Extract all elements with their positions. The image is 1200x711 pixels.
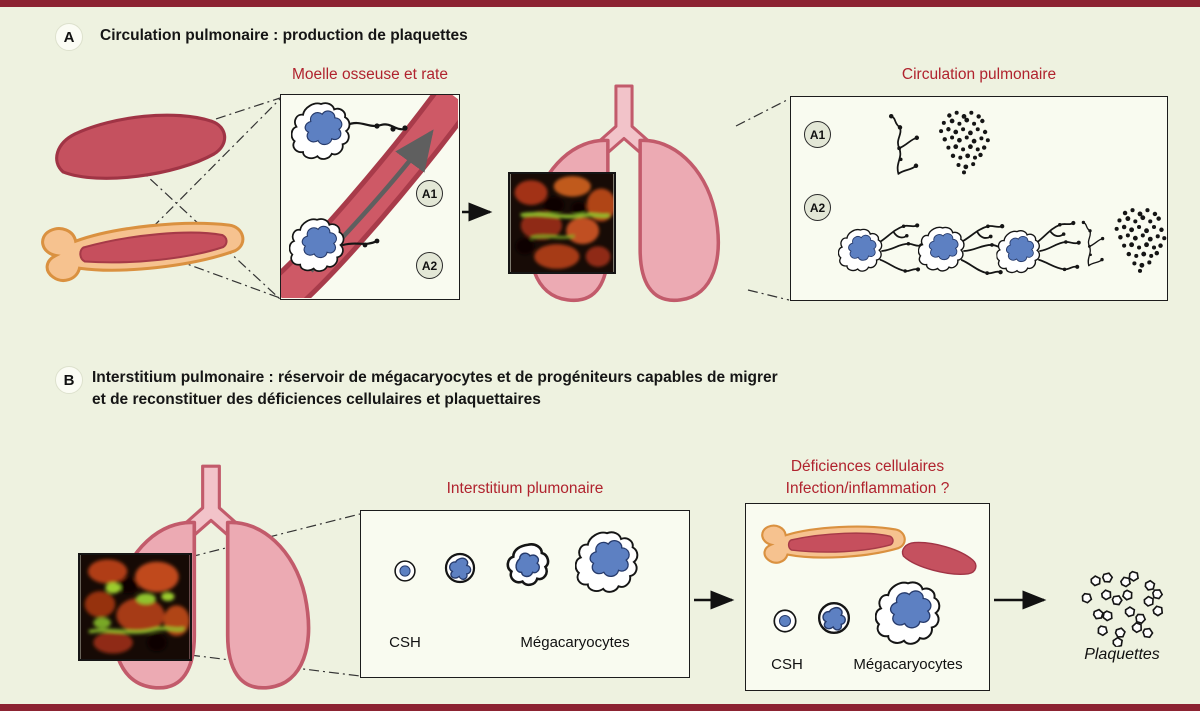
marrow-vessel-illustration: [267, 84, 472, 313]
csh-cell-icon: [393, 559, 417, 583]
megakaryocyte-icon: [289, 218, 345, 272]
blood-vessel: [270, 87, 468, 310]
panel-b-badge: B: [55, 366, 83, 394]
panel-b-letter: B: [63, 371, 75, 389]
interstitium-box: [360, 510, 690, 678]
deficiency-title-line2: Infection/inflammation ?: [785, 480, 950, 497]
platelet-cluster-icon: [936, 110, 992, 176]
immature-megakaryocyte-icon: [505, 542, 551, 588]
panel-a-title: Circulation pulmonaire : production de p…: [100, 27, 468, 44]
marrow-box: A1 A2: [267, 84, 472, 313]
megakaryocyte-icon: [291, 102, 351, 160]
csh-label: CSH: [389, 634, 421, 651]
platelet-cluster-icon: [1112, 206, 1168, 276]
csh-label-2: CSH: [771, 656, 803, 673]
marrow-box-title: Moelle osseuse et rate: [292, 66, 448, 83]
megakaryocyte-icon: [575, 530, 639, 594]
bottom-rule-bar: [0, 704, 1200, 711]
progenitor-cell-icon: [443, 551, 477, 585]
proplatelet-extension: [341, 121, 407, 247]
platelets-scatter-icon: [1080, 565, 1172, 647]
megakaryocytes-label: Mégacaryocytes: [520, 634, 630, 651]
a2-badge-circulation: A2: [804, 194, 831, 221]
bone-illustration: [32, 201, 262, 308]
proplatelet-icon: [1072, 215, 1108, 273]
a2-text: A2: [809, 200, 826, 215]
progenitor-cell-icon: [816, 600, 852, 636]
top-rule-bar: [0, 0, 1200, 7]
lung-microscopy-inset-a: [508, 172, 616, 274]
a1-text: A1: [809, 127, 826, 142]
platelets-label: Plaquettes: [1084, 646, 1160, 663]
panel-b-title-line1: Interstitium pulmonaire : réservoir de m…: [92, 369, 778, 386]
a1-text: A1: [421, 186, 438, 201]
a2-text: A2: [421, 258, 438, 273]
megakaryocyte-icon: [875, 580, 941, 646]
a1-badge-circulation: A1: [804, 121, 831, 148]
spleen-illustration: [44, 99, 242, 199]
circulation-box-title: Circulation pulmonaire: [901, 66, 1057, 83]
panel-a-letter: A: [63, 28, 75, 46]
csh-cell-icon: [772, 608, 798, 634]
interstitium-box-title: Interstitium plumonaire: [446, 480, 604, 497]
panel-a-badge: A: [55, 23, 83, 51]
proplatelet-icon: [876, 112, 924, 178]
deficiency-title-line1: Déficiences cellulaires: [790, 458, 945, 475]
panel-b-title-line2: et de reconstituer des déficiences cellu…: [92, 391, 541, 408]
a2-badge-marrow: A2: [416, 252, 443, 279]
megakaryocytes-label-2: Mégacaryocytes: [853, 656, 963, 673]
bone-icon: [756, 514, 917, 580]
lung-microscopy-inset-b: [78, 553, 192, 661]
megakaryocyte-shedding-icon: [838, 214, 926, 288]
a1-badge-marrow: A1: [416, 180, 443, 207]
